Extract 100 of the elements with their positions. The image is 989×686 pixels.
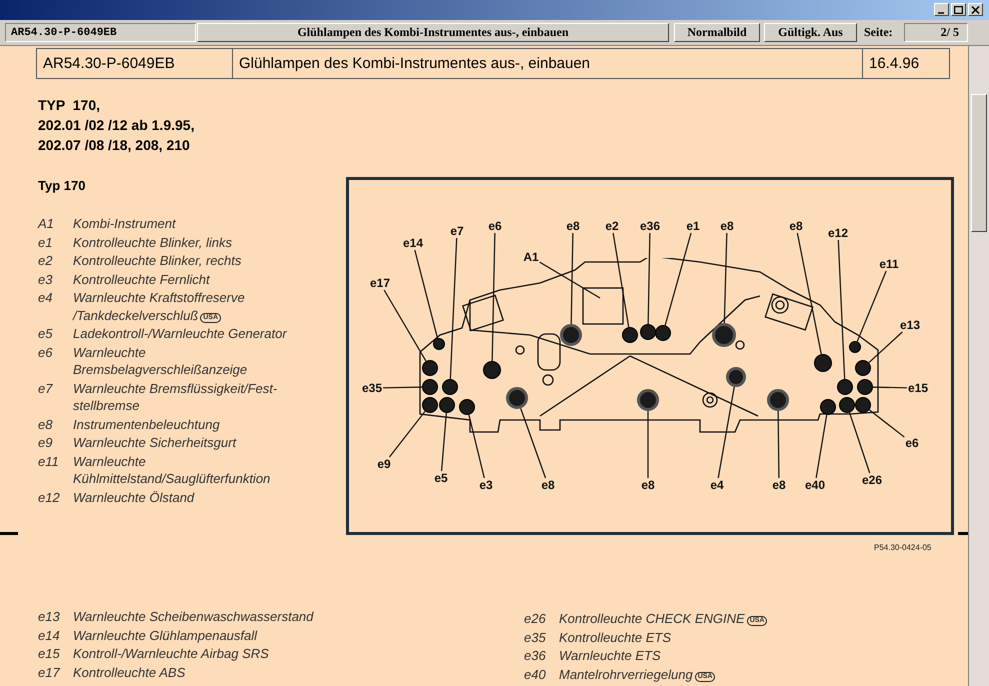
key-description: Warnleuchte Bremsflüssigkeit/Fest-stellbremse	[73, 380, 278, 414]
document-code-field: AR54.30-P-6049EB	[5, 23, 196, 42]
key-description: Kontrolleuchte Blinker, links	[73, 234, 232, 251]
leader-line	[450, 238, 458, 380]
key-description: Warnleuchte ETS	[559, 647, 661, 664]
key-code: e5	[38, 325, 54, 342]
key-code: A1	[38, 215, 55, 232]
key-description: Kontrolleuchte Fernlicht	[73, 270, 210, 288]
bulb-socket	[855, 397, 871, 413]
key-description: Warnleuchte Kühlmittelstand/Sauglüfterfunktion	[73, 452, 272, 488]
key-description: Warnleuchte Sicherheitsgurt	[73, 434, 236, 452]
leader-line	[383, 386, 422, 388]
leader-line	[492, 232, 496, 362]
callout-label: e8	[566, 220, 580, 232]
callout-label: e15	[908, 382, 928, 394]
leader-line	[856, 270, 887, 342]
leader-line	[388, 410, 426, 458]
callout-label: e9	[377, 458, 391, 470]
callout-label: e35	[362, 382, 382, 394]
key-code: e14	[38, 626, 61, 644]
bulb-socket	[640, 324, 656, 340]
key-description: Ladekontroll-/Warnleuchte Generator	[73, 325, 287, 342]
leader-line	[414, 250, 438, 338]
callout-label: e8	[772, 479, 786, 491]
key-code: e26	[524, 610, 547, 628]
key-code: e40	[524, 666, 547, 683]
key-description: Instrumentenbeleuchtung	[73, 416, 220, 433]
normal-view-button: Normalbild	[674, 23, 760, 42]
leader-line	[468, 414, 485, 478]
model-line: TYP 170,	[38, 97, 100, 113]
title-button: Glühlampen des Kombi-Instrumentes aus-, einbauen	[197, 23, 669, 42]
document-date: 16.4.96	[868, 54, 920, 74]
bulb-socket	[849, 341, 861, 353]
leader-line	[796, 232, 822, 354]
key-code: e8	[38, 416, 54, 433]
key-description: Warnleuchte Glühlampenausfall	[73, 626, 258, 644]
leader-line	[838, 240, 846, 380]
callout-label: e1	[686, 220, 700, 232]
document-code: AR54.30-P-6049EB	[37, 49, 233, 78]
bulb-socket	[655, 325, 671, 341]
callout-label: e6	[905, 437, 919, 449]
leader-line	[664, 232, 692, 326]
callout-label: e2	[605, 220, 619, 232]
key-description: Warnleuchte Ölstand	[73, 488, 194, 506]
bulb-socket	[459, 399, 475, 415]
callout-label: e17	[370, 277, 390, 289]
key-code: e7	[38, 380, 54, 398]
leader-line	[778, 411, 780, 478]
callout-label: e8	[541, 479, 555, 491]
callout-label: e5	[434, 472, 448, 484]
bulb-socket	[637, 389, 659, 411]
callout-label: e14	[402, 237, 424, 249]
bulb-socket	[560, 324, 582, 346]
key-description: Warnleuchte Bremsbelagverschleißanzeige	[73, 344, 248, 378]
bulb-socket	[855, 360, 871, 376]
key-code: e1	[38, 234, 54, 251]
bulb-socket	[506, 387, 528, 409]
page-number-field: 2/ 5	[904, 23, 968, 42]
bulb-socket	[439, 397, 455, 413]
key-code: e36	[524, 647, 547, 664]
leader-line	[868, 332, 903, 364]
leader-line	[384, 290, 426, 362]
bulb-socket	[422, 360, 438, 376]
bulb-socket	[726, 367, 746, 387]
key-description: Kontrolleuchte ETS	[559, 628, 672, 646]
validity-button: Gültigk. Aus	[764, 23, 857, 42]
key-code: e15	[38, 645, 61, 662]
bulb-socket	[422, 379, 438, 395]
callout-label: e6	[488, 220, 502, 232]
section-heading: Typ 170	[38, 178, 86, 193]
callout-label: e12	[828, 227, 848, 239]
leader-line	[872, 386, 907, 388]
key-description: Kontrolleuchte ABS	[73, 664, 186, 681]
callout-label: e8	[720, 220, 734, 232]
page-label: Seite:	[864, 25, 893, 40]
callout-label: e11	[879, 258, 899, 270]
model-line: 202.01 /02 /12 ab 1.9.95,	[38, 117, 194, 133]
key-code: e35	[524, 628, 547, 646]
bulb-socket	[839, 397, 855, 413]
callout-label: e26	[862, 474, 882, 486]
leader-line	[612, 232, 630, 328]
leader-line	[724, 232, 728, 324]
key-description: Warnleuchte Scheibenwaschwasserstand	[73, 608, 314, 626]
bulb-socket	[814, 354, 832, 372]
key-code: e3	[38, 270, 54, 288]
key-code: e9	[38, 434, 54, 452]
key-code: e6	[38, 344, 54, 362]
document-title: Glühlampen des Kombi-Instrumentes aus-, einbauen	[233, 49, 863, 78]
bulb-socket	[837, 379, 853, 395]
key-code: e17	[38, 664, 62, 681]
key-code: e13	[38, 608, 61, 626]
leader-line	[868, 409, 905, 438]
leader-line	[816, 414, 828, 478]
callout-label: A1	[523, 251, 539, 263]
bulb-socket	[712, 323, 736, 347]
callout-label: e8	[789, 220, 803, 232]
leader-line	[648, 232, 650, 324]
bulb-socket	[622, 327, 638, 343]
figure-number: P54.30-0424-05	[874, 543, 932, 552]
key-code: e12	[38, 488, 61, 506]
